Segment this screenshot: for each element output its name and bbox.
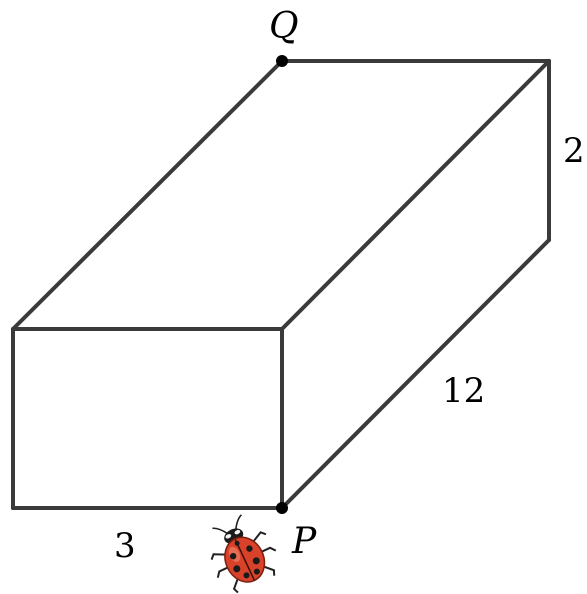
ladybug-icon — [210, 514, 277, 594]
height-label: 2 — [563, 131, 585, 171]
edge-bottom-right-receding — [280, 238, 551, 510]
ladybug-spots — [229, 540, 260, 579]
vertex-q-dot — [276, 55, 288, 67]
prism-edges — [11, 59, 551, 510]
width-label: 3 — [114, 526, 136, 566]
edge-top-right-receding — [280, 59, 551, 331]
vertex-p-dot — [276, 502, 288, 514]
vertex-p-label: P — [291, 521, 317, 562]
vertex-q-label: Q — [269, 6, 299, 47]
depth-label: 12 — [442, 371, 485, 411]
edge-top-left-receding — [11, 59, 284, 331]
